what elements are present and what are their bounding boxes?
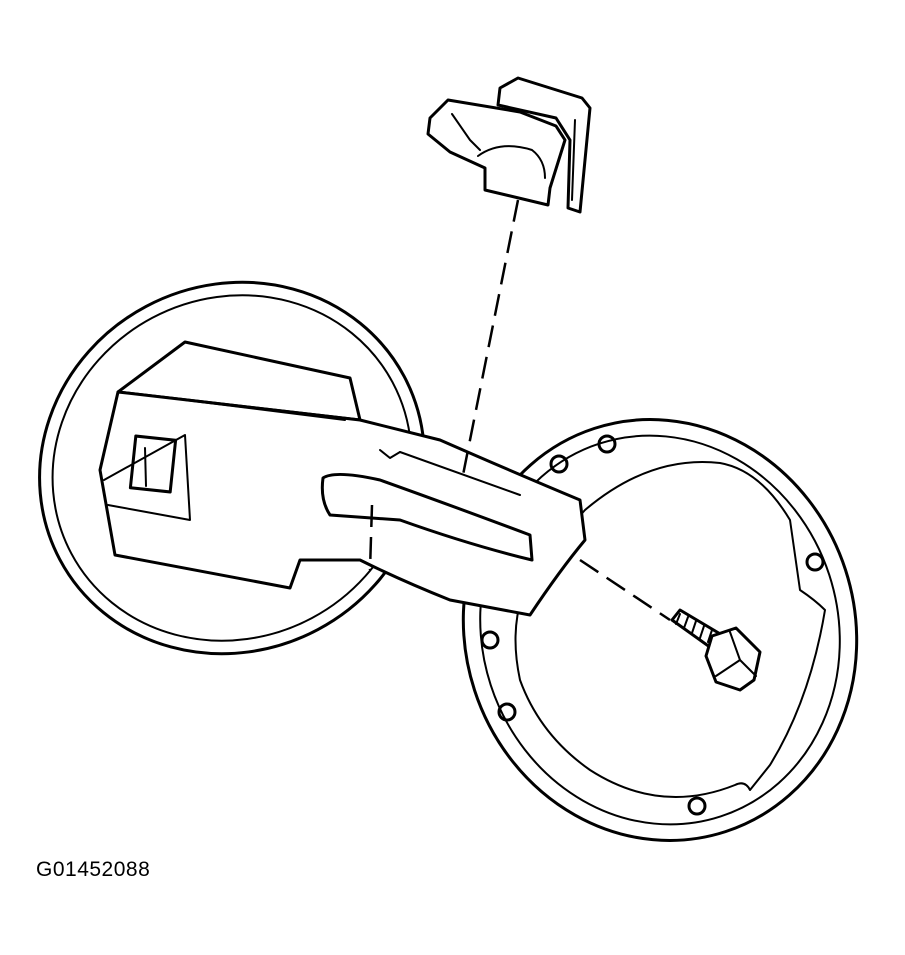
retainer-clip-icon	[426, 76, 592, 214]
hinge-arm-icon	[98, 340, 587, 617]
alignment-line-clip	[460, 199, 520, 481]
alignment-line-door	[368, 504, 374, 571]
housing-plate-icon	[461, 418, 859, 842]
alignment-line-bolt	[579, 558, 671, 622]
figure-id-label: G01452088	[36, 858, 151, 881]
bolt-icon	[670, 608, 762, 692]
